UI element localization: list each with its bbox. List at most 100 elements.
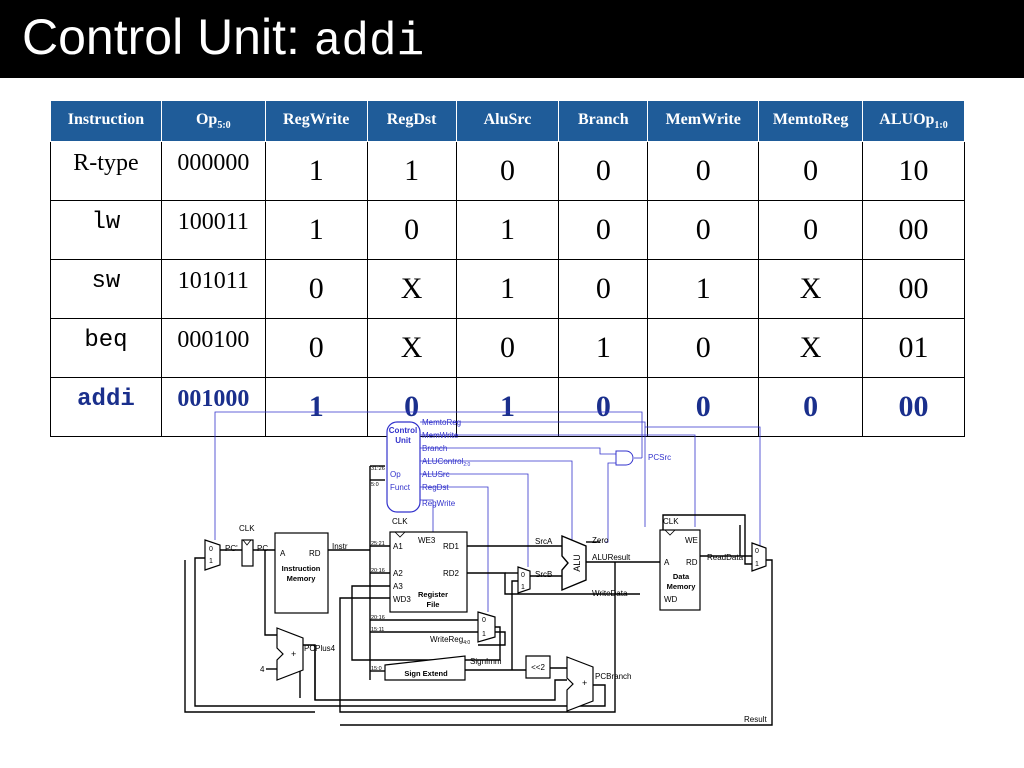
- bits-25-21: 25:21: [371, 541, 385, 547]
- bits-15-0: 15:0: [371, 666, 382, 672]
- control-unit-label-1: Control: [389, 426, 417, 435]
- pcplus4-label: PCPlus4: [304, 644, 336, 653]
- branch-and-gate: [615, 450, 634, 466]
- cell-alusrc: 0: [455, 141, 560, 201]
- cell-memwrite: 0: [647, 200, 760, 260]
- pc-prime-label: PC': [225, 544, 238, 553]
- readdata-mux-select: [645, 426, 761, 546]
- title-code: addi: [313, 16, 425, 68]
- writereg-mux: [477, 611, 496, 643]
- srcb-mux-in0: 0: [521, 572, 525, 579]
- cell-aluop: 01: [862, 318, 965, 378]
- control-unit-label-2: Unit: [395, 436, 411, 445]
- cell-regwrite: 1: [264, 377, 368, 437]
- header-aluop: ALUOp1:0: [862, 100, 965, 142]
- sign-extend: [384, 655, 466, 681]
- imem-label-1: Instruction: [282, 564, 321, 573]
- pcbranch-adder: [566, 656, 594, 712]
- cell-regdst: 0: [366, 200, 457, 260]
- cell-instruction: addi: [50, 377, 162, 437]
- srcb-mux: [517, 566, 531, 594]
- regwrite-signal-label: RegWrite: [422, 499, 456, 508]
- cell-branch: 0: [558, 259, 649, 319]
- aluresult-label: ALUResult: [592, 553, 631, 562]
- rf-label-1: Register: [418, 590, 448, 599]
- cell-regdst: 1: [366, 141, 457, 201]
- instruction-memory: [274, 532, 329, 614]
- cell-aluop: 00: [862, 377, 965, 437]
- cell-op: 000100: [160, 318, 266, 378]
- cell-aluop: 10: [862, 141, 965, 201]
- cell-regdst: X: [366, 318, 457, 378]
- writereg-mux-in1: 1: [482, 631, 486, 638]
- cell-memwrite: 1: [647, 259, 760, 319]
- control-wires: [214, 411, 696, 612]
- memtoreg-signal-label: MemtoReg: [422, 418, 461, 427]
- dm-label-2: Memory: [667, 582, 697, 591]
- a2-label: A2: [393, 569, 403, 578]
- dm-clock-mark: [664, 529, 676, 536]
- rf-label-2: File: [427, 600, 440, 609]
- pcsrc-signal-label: PCSrc: [648, 453, 671, 462]
- alu: [561, 534, 587, 592]
- cell-memtoreg: 0: [758, 141, 864, 201]
- zero-label: Zero: [592, 536, 609, 545]
- imem-rd-label: RD: [309, 549, 321, 558]
- cell-instruction: R-type: [50, 141, 162, 201]
- pc-register: [241, 539, 254, 567]
- writereg-label: WriteReg4:0: [430, 635, 470, 646]
- header-branch: Branch: [558, 100, 649, 142]
- data-memory: [659, 529, 701, 611]
- cell-memtoreg: X: [758, 318, 864, 378]
- table-row-sw: sw 101011 0 X 1 0 1 X 00: [50, 259, 965, 319]
- result-label: Result: [744, 715, 767, 724]
- cell-alusrc: 1: [455, 200, 560, 260]
- pc-clock-mark: [242, 539, 252, 546]
- control-signal-table: Instruction Op5:0 RegWrite RegDst AluSrc…: [50, 100, 965, 437]
- rf-clock-mark: [394, 531, 406, 538]
- header-memwrite: MemWrite: [647, 100, 760, 142]
- slide-title: Control Unit: addi: [22, 6, 424, 73]
- dm-label-1: Data: [673, 572, 690, 581]
- dm-rd-label: RD: [686, 558, 698, 567]
- pcbranch-label: PCBranch: [595, 672, 631, 681]
- cell-instruction: beq: [50, 318, 162, 378]
- header-regdst: RegDst: [366, 100, 457, 142]
- header-alusrc: AluSrc: [455, 100, 560, 142]
- register-file: [389, 531, 468, 613]
- cell-op: 001000: [160, 377, 266, 437]
- cell-branch: 0: [558, 377, 649, 437]
- cell-branch: 0: [558, 141, 649, 201]
- wd3-label: WD3: [393, 595, 411, 604]
- sign-extend-label: Sign Extend: [404, 669, 448, 678]
- imem-a-label: A: [280, 549, 286, 558]
- a1-label: A1: [393, 542, 403, 551]
- cell-memtoreg: X: [758, 259, 864, 319]
- header-instruction: Instruction: [50, 100, 162, 142]
- a3-label: A3: [393, 582, 403, 591]
- memwrite-signal-label: MemWrite: [422, 431, 459, 440]
- cell-regwrite: 0: [264, 259, 368, 319]
- cell-regwrite: 1: [264, 200, 368, 260]
- pc-label: PC: [257, 544, 268, 553]
- table-row-beq: beq 000100 0 X 0 1 0 X 01: [50, 318, 965, 378]
- cell-aluop: 00: [862, 200, 965, 260]
- pcbranch-plus: +: [582, 678, 587, 688]
- cell-regwrite: 1: [264, 141, 368, 201]
- bits-5-0: 5:0: [371, 482, 379, 488]
- cell-branch: 1: [558, 318, 649, 378]
- signimm-label: SignImm: [470, 657, 502, 666]
- datapath-diagram: Control Unit Op Funct MemtoReg MemWrite …: [184, 411, 773, 726]
- dm-a-label: A: [664, 558, 670, 567]
- we3-label: WE3: [418, 536, 436, 545]
- pcplus4-adder: [276, 627, 304, 681]
- cell-instruction: sw: [50, 259, 162, 319]
- imem-label-2: Memory: [287, 574, 317, 583]
- dm-clk-label: CLK: [663, 517, 679, 526]
- cell-memtoreg: 0: [758, 377, 864, 437]
- bitfield-labels: 31:26 5:0 25:21 20:16 20:16 15:11 15:0: [371, 466, 385, 672]
- cell-instruction: lw: [50, 200, 162, 260]
- cell-alusrc: 0: [455, 318, 560, 378]
- srcb-mux-in1: 1: [521, 584, 525, 591]
- cell-memwrite: 0: [647, 318, 760, 378]
